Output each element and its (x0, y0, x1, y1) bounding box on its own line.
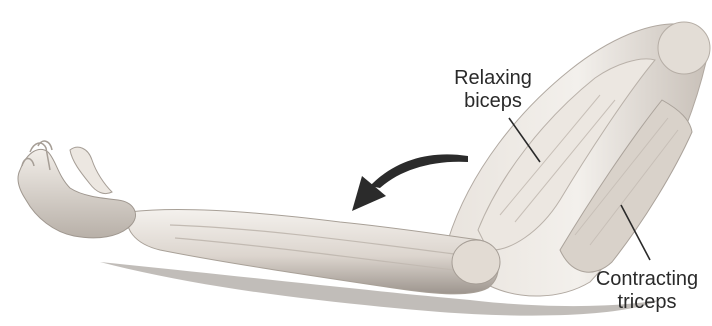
elbow-joint (452, 240, 500, 284)
biceps-label: Relaxing biceps (438, 67, 548, 113)
thumb (70, 147, 112, 193)
triceps-label-line1: Contracting (588, 268, 706, 291)
biceps-label-line1: Relaxing (438, 67, 548, 90)
triceps-label-line2: triceps (588, 291, 706, 314)
triceps-label: Contracting triceps (588, 268, 706, 314)
curved-arrow-left-icon (370, 154, 468, 188)
shoulder-cap (658, 22, 710, 74)
biceps-label-line2: biceps (438, 90, 548, 113)
forearm (128, 210, 499, 294)
